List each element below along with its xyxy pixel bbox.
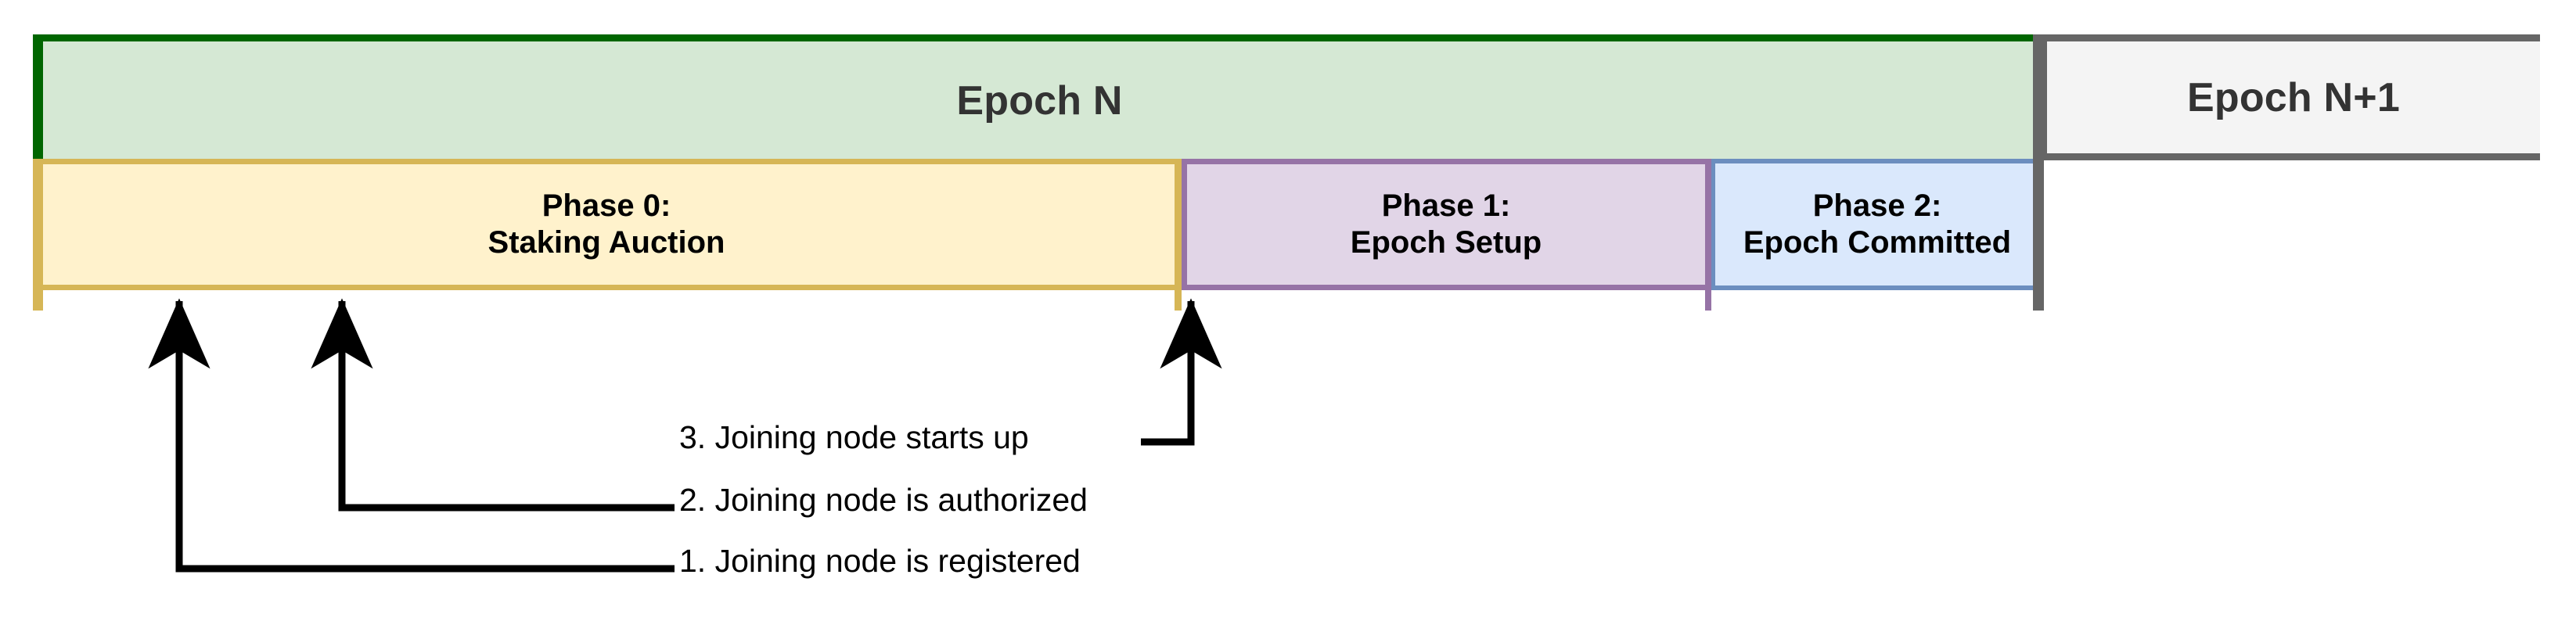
phase-0-subtitle: Staking Auction [487, 225, 725, 260]
epoch-n-label: Epoch N [956, 78, 1123, 124]
epoch-start-boundary-marker [33, 159, 43, 311]
phase-2-box: Phase 2: Epoch Committed [1711, 159, 2036, 290]
epoch-n-plus-1-box: Epoch N+1 [2036, 34, 2540, 160]
connector-line-1 [148, 298, 675, 573]
phase-1-title: Phase 1: [1381, 189, 1511, 224]
phase-0-end-boundary-marker [1175, 159, 1182, 311]
connector-line-2 [311, 298, 675, 512]
callout-label-2: 2. Joining node is authorized [679, 482, 1088, 518]
connector-line-3 [1141, 298, 1222, 446]
phase-0-title: Phase 0: [541, 189, 671, 224]
epoch-end-boundary-marker [2033, 34, 2044, 311]
epoch-n-box: Epoch N [33, 34, 2036, 160]
epoch-n-plus-1-label: Epoch N+1 [2187, 74, 2400, 120]
callout-label-3: 3. Joining node starts up [679, 419, 1029, 455]
phase-2-subtitle: Epoch Committed [1743, 225, 2012, 260]
callout-label-1: 1. Joining node is registered [679, 543, 1081, 579]
phase-1-box: Phase 1: Epoch Setup [1182, 159, 1711, 290]
phase-0-box: Phase 0: Staking Auction [33, 159, 1182, 290]
phase-1-end-boundary-marker [1705, 159, 1711, 311]
phase-1-subtitle: Epoch Setup [1350, 225, 1542, 260]
phase-2-title: Phase 2: [1812, 189, 1942, 224]
